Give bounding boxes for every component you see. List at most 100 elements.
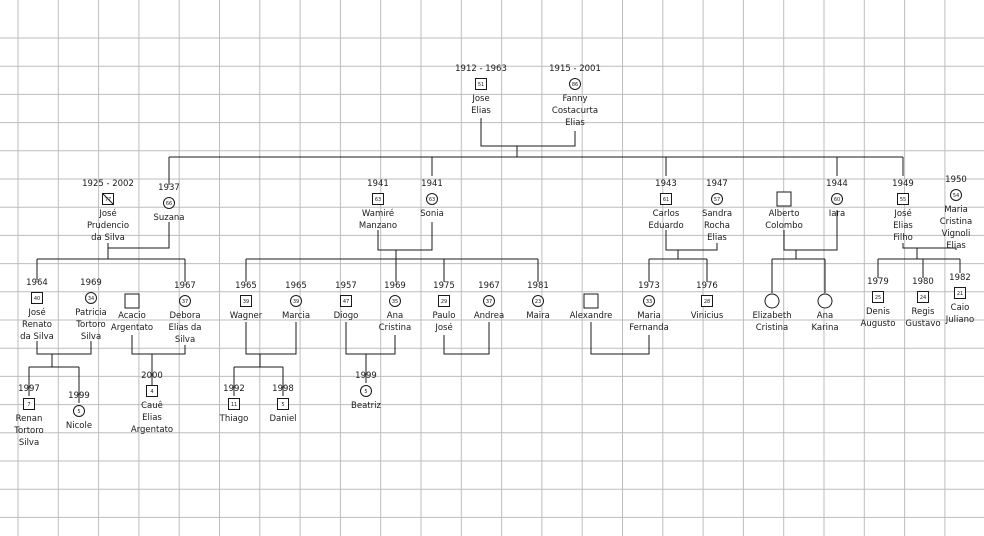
person-name-line: Vignoli [942,229,971,239]
age-label: 37 [486,299,492,305]
age-label: 24 [920,295,926,301]
female-symbol [569,78,581,90]
person-name-line: Cristina [940,217,973,227]
age-label: 25 [875,295,881,301]
birth-years: 1982 [949,273,971,283]
person-name-line: Marcia [282,311,310,321]
relationship-line [902,243,957,250]
person-name-line: Wamiré [362,208,394,219]
birth-years: 1976 [696,281,718,291]
age-label: 55 [900,197,906,203]
female-symbol [163,197,175,209]
birth-years: 1969 [384,281,406,291]
birth-years: 1981 [527,281,549,291]
age-label: 63 [429,197,435,203]
male-symbol [372,193,384,205]
male-symbol [438,295,450,307]
person-name-line: José [98,208,116,219]
relationship-line [443,322,490,355]
birth-years: 1965 [235,281,257,291]
person-name-line: Regis [912,307,936,317]
person-name-line: Cristina [379,323,412,333]
male-symbol [897,193,909,205]
birth-years: 1949 [892,179,914,189]
person-name-line: Silva [175,335,195,345]
female-symbol [711,193,723,205]
birth-years: 1941 [367,179,389,189]
person-name-line: Wagner [230,311,263,321]
birth-years: 1941 [421,179,443,189]
person-name-line: da Silva [20,332,54,342]
female-symbol [817,293,833,309]
person-name-line: Denis [866,307,891,317]
male-symbol [583,293,599,309]
person-name-line: José [27,307,45,318]
person-name-line: Tortoro [13,426,43,436]
female-symbol [389,295,401,307]
birth-years: 1964 [26,278,48,288]
male-symbol [776,191,792,207]
person-name-line: Caio [951,303,970,313]
person-name-line: Alexandre [570,311,613,321]
person-name-line: Colombo [765,221,803,231]
age-label: 11 [231,402,237,408]
person-name-line: Iara [829,209,845,219]
person-name-line: Elias [893,221,913,231]
male-symbol [124,293,140,309]
age-label: 34 [88,296,94,302]
female-symbol [950,189,962,201]
relationship-line [590,322,650,355]
female-symbol [532,295,544,307]
age-label: 86 [572,82,578,88]
male-symbol [31,292,43,304]
person-name-line: Rocha [704,221,730,231]
person-name-line: Elias [471,106,491,116]
age-label: 77 [105,197,111,203]
birth-years: 1999 [68,391,90,401]
birth-years: 1969 [80,278,102,288]
relationship-line [377,222,433,251]
female-symbol [290,295,302,307]
person-name-line: Cauê [141,400,163,411]
birth-years: 1997 [18,384,40,394]
person-alexandre[interactable]: Alexandre [570,293,613,321]
person-name-line: Prudencio [87,221,129,231]
